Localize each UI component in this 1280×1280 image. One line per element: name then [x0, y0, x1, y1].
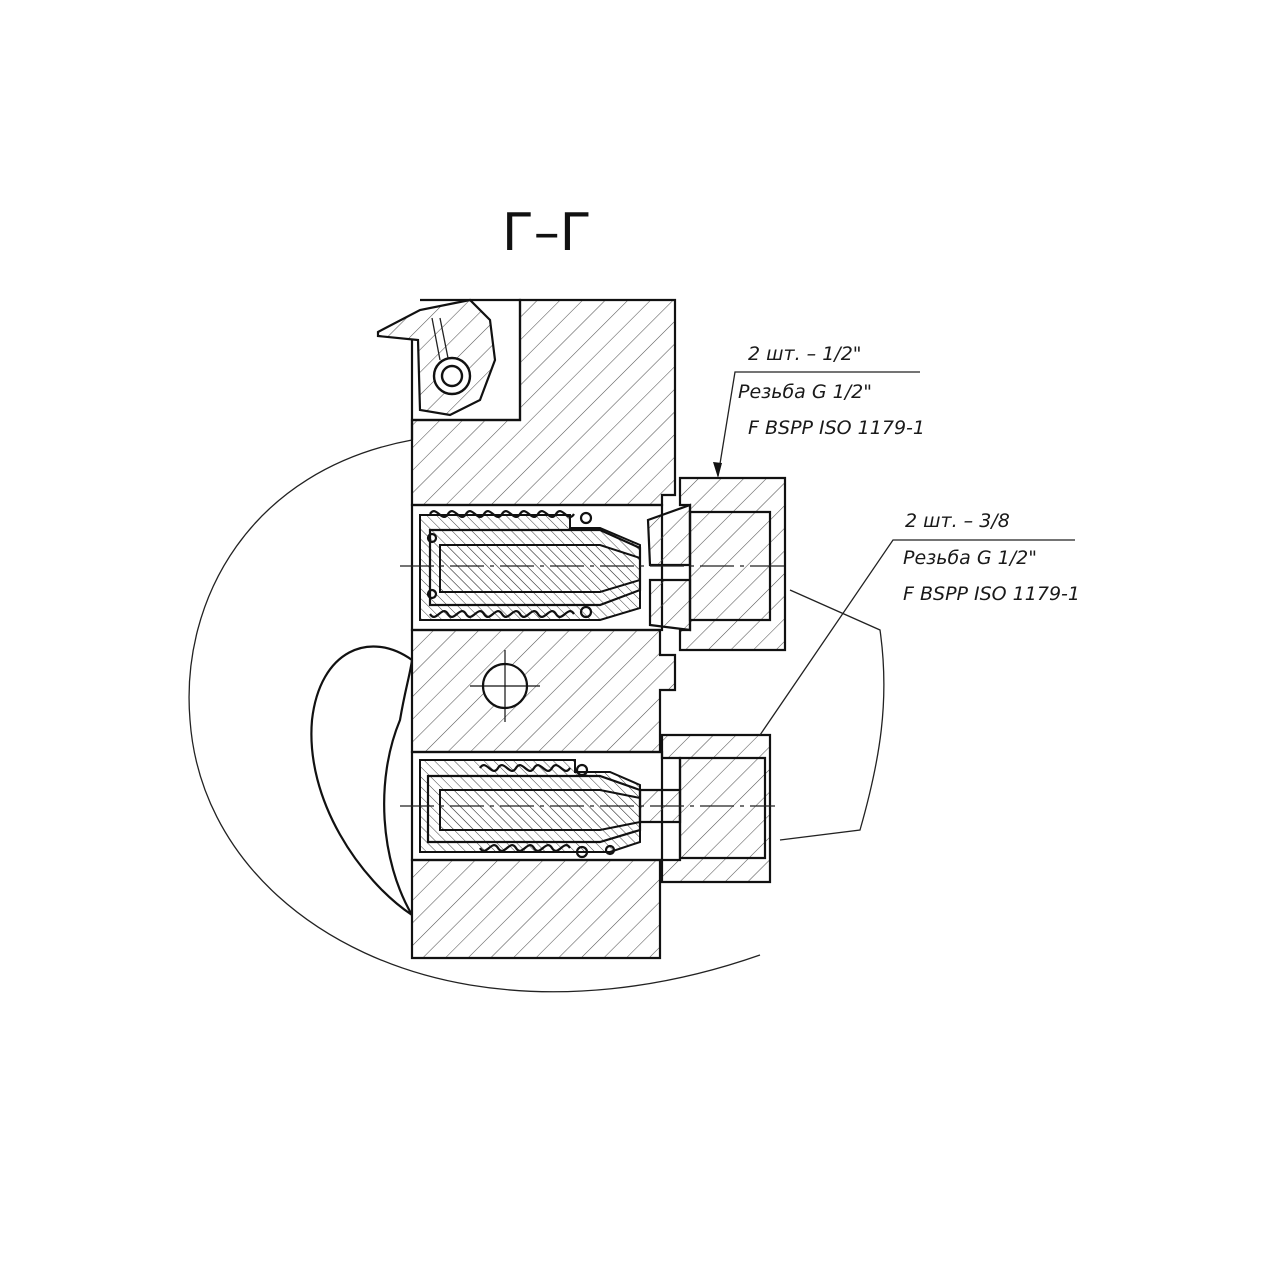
upper-cartridge	[410, 503, 692, 632]
middle-block	[410, 628, 677, 754]
bracket-latch	[431, 317, 449, 361]
upper-fitting	[678, 476, 787, 652]
callout-1-standard: F BSPP ISO 1179-1	[748, 417, 925, 439]
lower-fitting	[660, 733, 772, 884]
pin-inner	[440, 364, 464, 388]
lower-cartridge	[410, 750, 682, 862]
callout-2-thread: Резьба G 1/2"	[903, 547, 1037, 569]
leader-upper-arrow	[713, 462, 722, 478]
leader-lower	[759, 539, 1075, 736]
outer-arc	[188, 439, 761, 993]
callout-1-thread: Резьба G 1/2"	[738, 381, 872, 403]
callout-2-qty: 2 шт. – 3/8	[905, 510, 1010, 532]
inner-hook-curve	[310, 645, 414, 916]
section-title: Г–Г	[502, 203, 591, 263]
top-bracket	[376, 298, 497, 417]
outer-arc-right	[779, 589, 885, 841]
callout-1-qty: 2 шт. – 1/2"	[748, 343, 862, 365]
callout-2-standard: F BSPP ISO 1179-1	[903, 583, 1080, 605]
bottom-block	[410, 858, 662, 960]
leader-upper	[717, 371, 920, 477]
